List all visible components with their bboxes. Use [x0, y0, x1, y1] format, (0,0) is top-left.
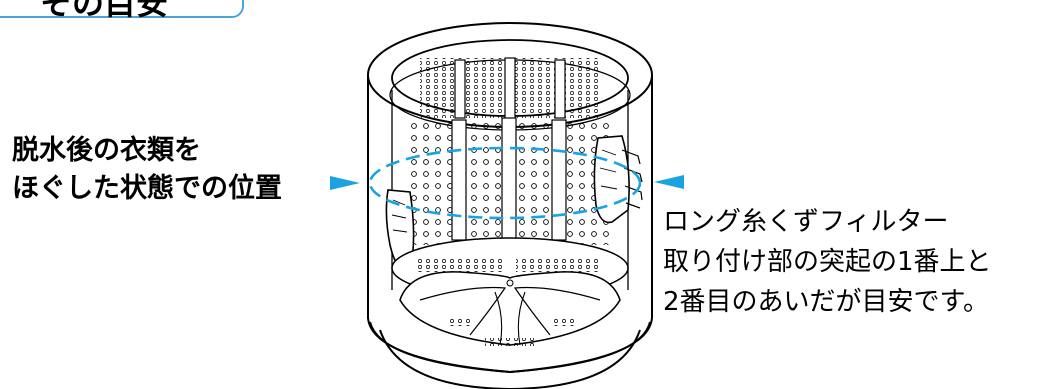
triangle-right-icon — [330, 176, 360, 190]
filter-guide-label-line3: 2番目のあいだが目安です。 — [663, 287, 989, 317]
clothes-position-label-line2: ほぐした状態での位置 — [12, 173, 282, 204]
section-title: その目安 — [40, 0, 169, 22]
clothes-position-label-line1: 脱水後の衣類を — [12, 135, 201, 166]
filter-guide-label-line1: ロング糸くずフィルター — [663, 207, 949, 237]
section-title-box — [0, 0, 244, 18]
clothes-position-label: 脱水後の衣類を ほぐした状態での位置 — [12, 132, 282, 208]
position-dashed-ellipse — [368, 146, 642, 220]
triangle-left-icon — [654, 175, 684, 189]
filter-guide-label: ロング糸くずフィルター 取り付け部の突起の1番上と 2番目のあいだが目安です。 — [663, 202, 992, 322]
filter-guide-label-line2: 取り付け部の突起の1番上と — [663, 247, 992, 277]
lint-filter-right — [593, 135, 630, 224]
